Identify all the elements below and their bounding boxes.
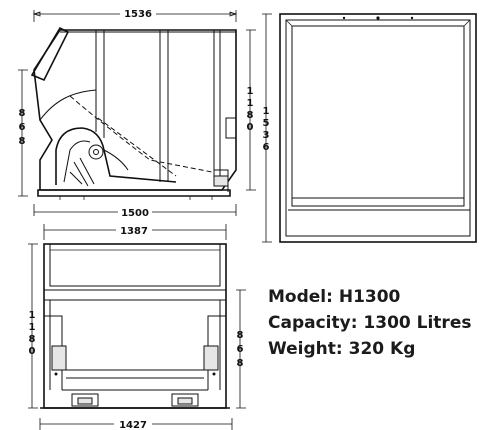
svg-text:8: 8 — [29, 334, 36, 345]
svg-text:0: 0 — [247, 122, 254, 133]
side-view-dimensions: 1536 1500 8 6 8 1 1 8 0 — [18, 7, 256, 219]
front-view-dimensions: 1387 1427 1 1 8 0 8 6 8 — [28, 224, 246, 430]
top-view — [279, 13, 477, 243]
svg-text:0: 0 — [29, 346, 36, 357]
dim-side-top-width: 1536 — [124, 9, 152, 20]
spec-capacity: Capacity: 1300 Litres — [268, 313, 472, 333]
svg-text:1: 1 — [247, 86, 254, 97]
dim-front-height-left: 1 1 8 0 — [29, 310, 36, 357]
top-view-dimensions: 1 5 3 6 — [262, 13, 272, 243]
dim-front-top-width: 1387 — [120, 226, 148, 237]
spec-model: Model: H1300 — [268, 287, 401, 307]
svg-text:8: 8 — [19, 108, 26, 119]
svg-text:8: 8 — [237, 358, 244, 369]
dim-top-depth: 1 5 3 6 — [263, 106, 270, 153]
spec-block: Model: H1300 Capacity: 1300 Litres Weigh… — [268, 284, 471, 362]
side-view — [30, 26, 237, 200]
svg-text:3: 3 — [263, 130, 270, 141]
svg-text:6: 6 — [19, 122, 26, 133]
dim-side-height-left: 8 6 8 — [19, 108, 26, 147]
spec-weight: Weight: 320 Kg — [268, 339, 416, 359]
svg-text:1: 1 — [247, 98, 254, 109]
front-view — [40, 243, 230, 409]
svg-text:8: 8 — [247, 110, 254, 121]
svg-text:1: 1 — [29, 310, 36, 321]
dim-front-bottom-width: 1427 — [119, 420, 147, 430]
svg-text:5: 5 — [263, 118, 270, 129]
dim-side-height-right: 1 1 8 0 — [247, 86, 254, 133]
dim-side-base-width: 1500 — [121, 208, 149, 219]
svg-text:6: 6 — [237, 344, 244, 355]
dim-front-height-right: 8 6 8 — [237, 330, 244, 369]
svg-text:6: 6 — [263, 142, 270, 153]
svg-text:8: 8 — [237, 330, 244, 341]
svg-text:1: 1 — [263, 106, 270, 117]
svg-text:8: 8 — [19, 136, 26, 147]
svg-text:1: 1 — [29, 322, 36, 333]
